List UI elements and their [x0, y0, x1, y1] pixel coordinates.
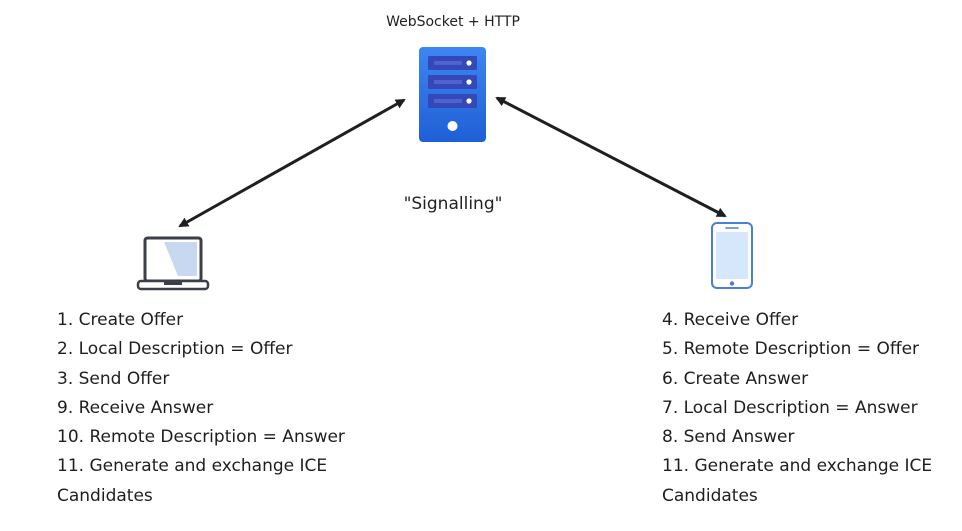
peer-b-step: 4. Receive Offer: [662, 310, 799, 330]
peer-b-step: 7. Local Description = Answer: [662, 397, 918, 418]
signal-arrow-laptop: [178, 98, 406, 228]
peer-b-step: 8. Send Answer: [662, 427, 795, 448]
signal-arrow-phone: [495, 96, 727, 218]
laptop-icon: [136, 236, 210, 291]
peer-b-step: 6. Create Answer: [662, 368, 809, 389]
peer-a-step-list: 1. Create Offer 2. Local Description = O…: [57, 306, 357, 511]
peer-a-step: 10. Remote Description = Answer: [57, 427, 345, 448]
peer-a-step: 9. Receive Answer: [57, 397, 214, 418]
peer-b-step: 11. Generate and exchange ICE Candidates: [662, 456, 933, 506]
server-label: WebSocket + HTTP: [386, 14, 520, 30]
peer-a-step: 3. Send Offer: [57, 368, 170, 389]
peer-a-step: 1. Create Offer: [57, 310, 184, 330]
peer-a-step: 2. Local Description = Offer: [57, 339, 293, 360]
smartphone-icon: [711, 222, 753, 289]
peer-a-step: 11. Generate and exchange ICE Candidates: [57, 456, 328, 506]
peer-b-step: 5. Remote Description = Offer: [662, 339, 920, 360]
server-icon: [419, 47, 486, 142]
peer-b-step-list: 4. Receive Offer 5. Remote Description =…: [662, 306, 952, 511]
signalling-label: "Signalling": [403, 194, 503, 214]
